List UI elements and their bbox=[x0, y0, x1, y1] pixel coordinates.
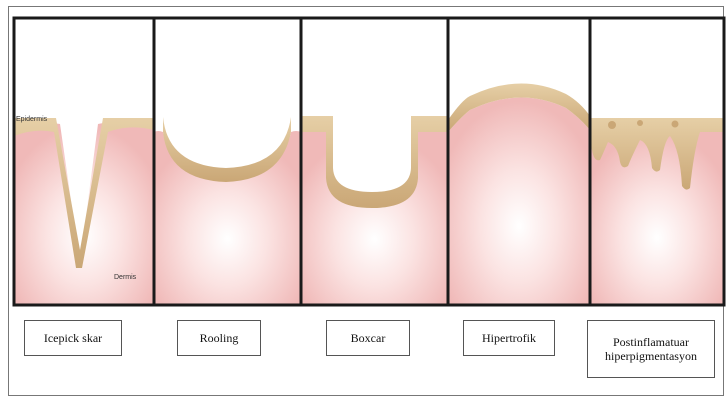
label-boxcar: Boxcar bbox=[326, 320, 410, 356]
panel-rolling bbox=[154, 117, 301, 305]
panel-pih bbox=[590, 118, 724, 305]
label-hypertrophic: Hipertrofik bbox=[463, 320, 555, 356]
panel-hypertrophic bbox=[448, 83, 590, 305]
epidermis-label: Epidermis bbox=[16, 116, 47, 123]
label-pih: Postinflamatuar hiperpigmentasyon bbox=[587, 320, 715, 378]
dermis-label: Dermis bbox=[114, 274, 136, 281]
label-rolling: Rooling bbox=[177, 320, 261, 356]
label-icepick: Icepick skar bbox=[24, 320, 122, 356]
panel-boxcar bbox=[301, 116, 448, 305]
